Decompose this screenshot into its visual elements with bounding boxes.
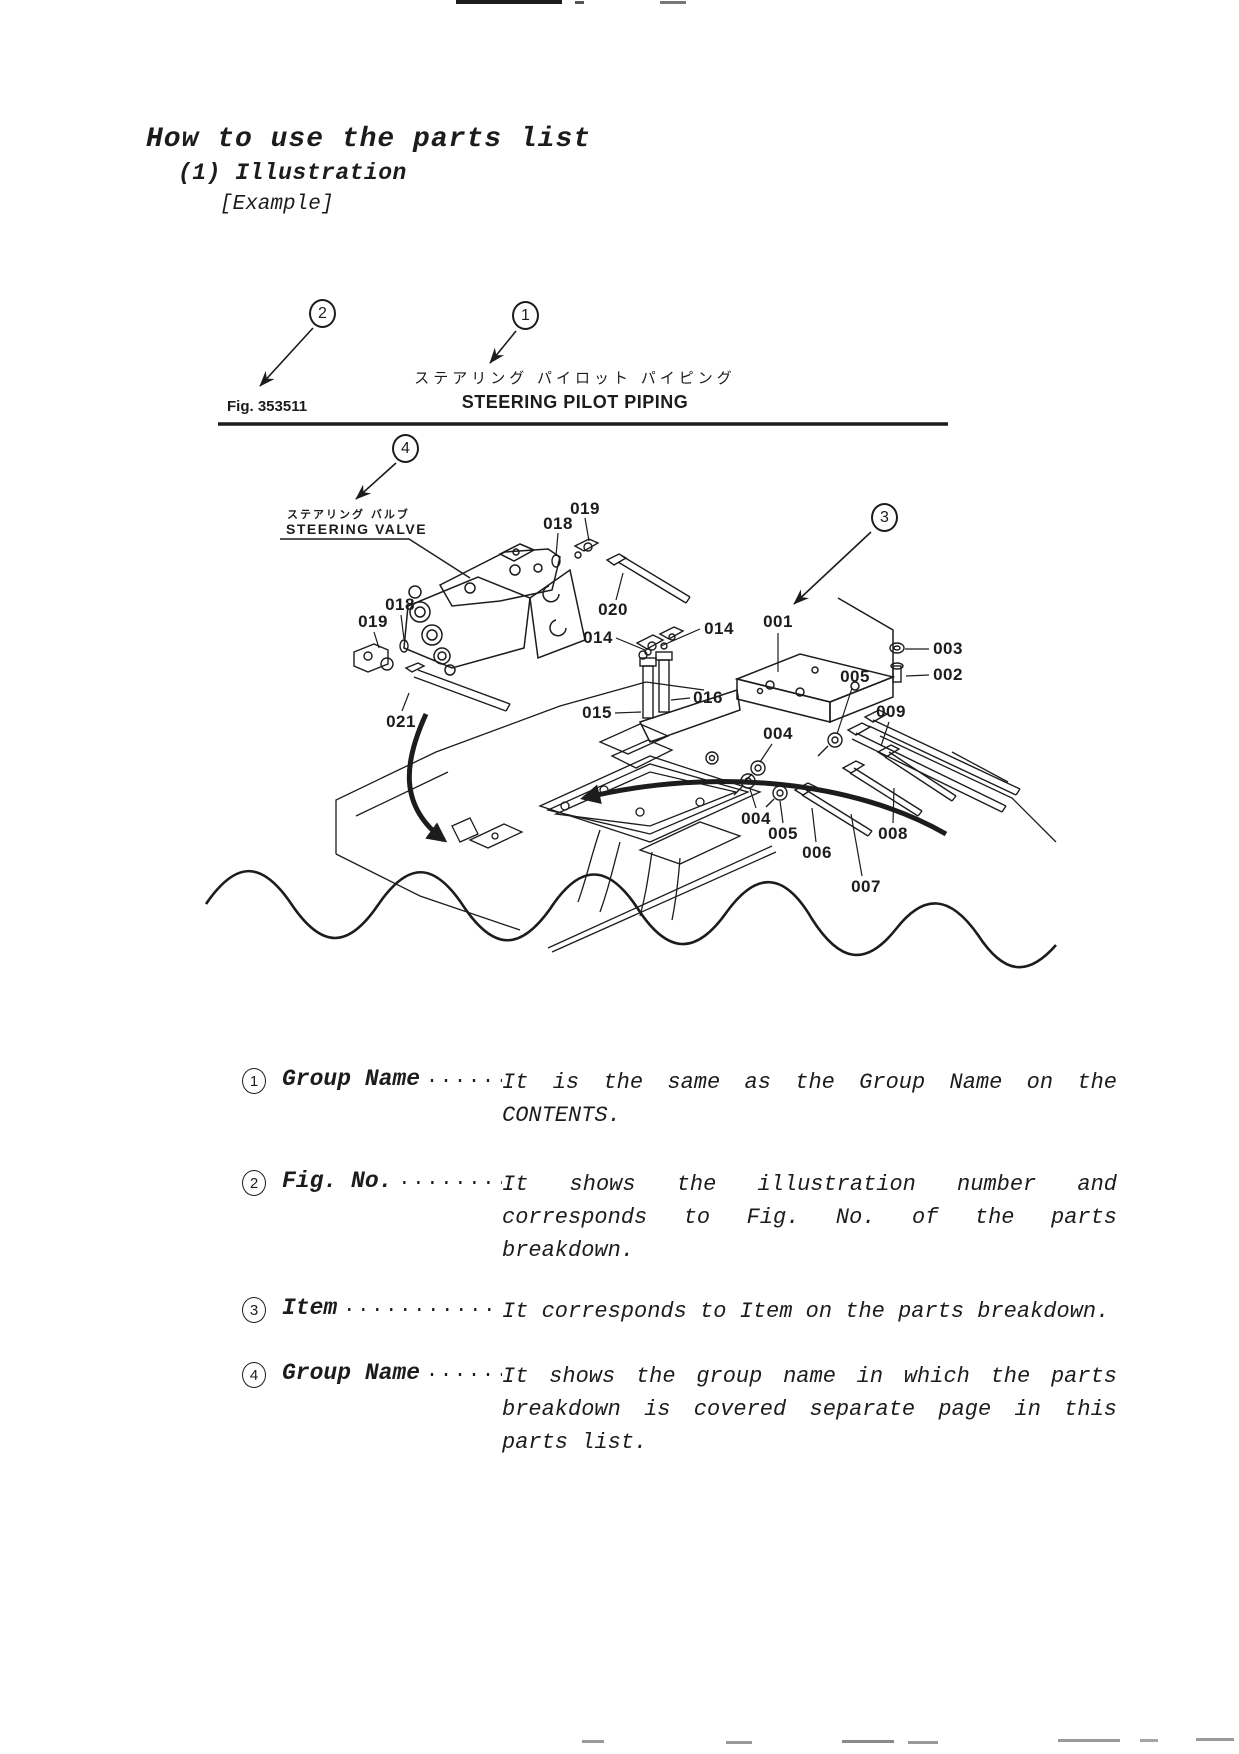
part-number-label: 005	[840, 667, 870, 686]
circled-number: 2	[242, 1170, 266, 1196]
explanation-row-fig-no: 2 Fig. No. ··········· It shows the illu…	[242, 1168, 1117, 1267]
circled-number: 1	[242, 1068, 266, 1094]
figure-title-japanese: ステアリング パイロット パイピング	[414, 369, 736, 387]
machine-deck	[335, 681, 1057, 953]
explanation-term: Item	[282, 1295, 338, 1321]
elbow-fittings-014	[635, 626, 685, 660]
callout-circle-2: 2	[309, 299, 336, 328]
leader-lines	[373, 517, 930, 877]
washer-bolt-002-003	[889, 642, 905, 683]
steering-valve-label-japanese: ステアリング バルブ	[287, 508, 410, 521]
explanation-row-group-name-1: 1 Group Name ········· It is the same as…	[242, 1066, 1117, 1132]
break-line	[204, 869, 1057, 969]
explanation-description: It shows the group name in which the par…	[502, 1364, 1117, 1455]
explanation-row-group-name-2: 4 Group Name ········· It shows the grou…	[242, 1360, 1117, 1459]
part-number-label: 019	[570, 499, 600, 518]
figure-title-english: STEERING PILOT PIPING	[461, 392, 689, 412]
dotted-leader: ·········	[426, 1364, 502, 1387]
part-number-label: 014	[583, 628, 613, 647]
valve-left-fittings	[353, 639, 511, 712]
pipes-015-016	[639, 642, 673, 719]
explanation-term: Fig. No.	[282, 1168, 393, 1194]
explanation-term: Group Name	[282, 1066, 421, 1092]
part-number-label: 004	[741, 809, 771, 828]
explanation-term: Group Name	[282, 1360, 421, 1386]
callout-circle-4: 4	[392, 434, 419, 463]
steering-valve-drawing	[403, 543, 586, 676]
part-number-label: 004	[763, 724, 793, 743]
part-number-label: 007	[851, 877, 881, 896]
dotted-leader: ·········	[426, 1070, 502, 1093]
page-title: How to use the parts list	[146, 124, 592, 155]
part-number-label: 018	[385, 595, 415, 614]
dotted-leader: ···········	[398, 1172, 502, 1195]
circled-number: 3	[242, 1297, 266, 1323]
callout-circle-3: 3	[871, 503, 898, 532]
part-number-label: 002	[933, 665, 963, 684]
explanation-description: It is the same as the Group Name on the …	[502, 1070, 1117, 1128]
part-number-label: 020	[598, 600, 628, 619]
example-label: [Example]	[220, 193, 334, 216]
figure-number: Fig. 353511	[227, 398, 308, 415]
steering-valve-label-english: STEERING VALVE	[286, 521, 428, 537]
circled-number: 4	[242, 1362, 266, 1388]
part-number-label: 001	[763, 612, 793, 631]
part-number-label: 021	[386, 712, 416, 731]
callout-arrows	[259, 327, 872, 605]
explanation-description: It shows the illustration number and cor…	[502, 1172, 1117, 1263]
part-number-label: 009	[876, 702, 906, 721]
section-heading: (1) Illustration	[178, 160, 407, 186]
part-number-label: 005	[768, 824, 798, 843]
scan-artifacts	[456, 0, 1234, 1744]
explanation-description: It corresponds to Item on the parts brea…	[502, 1299, 1110, 1324]
callout-circle-1: 1	[512, 301, 539, 330]
part-number-label: 016	[693, 688, 723, 707]
part-number-label: 019	[358, 612, 388, 631]
valve-top-fittings	[551, 538, 691, 604]
dotted-leader: ·····················	[343, 1299, 502, 1322]
part-number-label: 003	[933, 639, 963, 658]
part-number-label: 015	[582, 703, 612, 722]
flow-arrows	[406, 712, 948, 843]
part-number-label: 008	[878, 824, 908, 843]
part-number-label: 014	[704, 619, 734, 638]
explanation-row-item: 3 Item ····················· It correspo…	[242, 1295, 1117, 1328]
part-number-label: 018	[543, 514, 573, 533]
valve-label-leader	[280, 538, 471, 579]
part-number-label: 006	[802, 843, 832, 862]
